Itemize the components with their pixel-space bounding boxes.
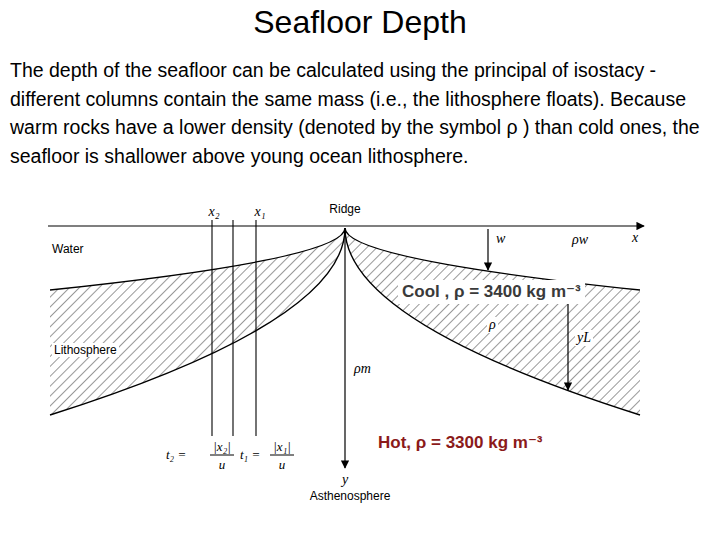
region-label: Asthenosphere xyxy=(310,490,391,502)
fraction-bar xyxy=(210,455,234,456)
x-axis xyxy=(48,225,644,226)
time-formula: |x₁| xyxy=(273,440,290,453)
density-note: Hot, ρ = 3300 kg m⁻³ xyxy=(378,434,543,451)
density-note: Cool , ρ = 3400 kg m⁻³ xyxy=(402,282,581,302)
region-label: Water xyxy=(52,243,84,255)
time-formula: t₁ = xyxy=(240,448,260,461)
lithosphere-base xyxy=(50,228,345,415)
slide-title: Seafloor Depth xyxy=(253,6,466,38)
y-axis xyxy=(344,228,345,468)
time-formula: |x₂| xyxy=(213,440,230,453)
ridge-label: Ridge xyxy=(329,203,360,215)
column-line xyxy=(211,220,212,436)
depth-arrow xyxy=(487,229,488,270)
axis-label: x xyxy=(632,231,638,245)
density-symbol: ρ xyxy=(487,317,498,333)
thickness-label: yL xyxy=(575,330,593,346)
axis-label: x₁ xyxy=(254,205,265,219)
lithosphere-base xyxy=(345,228,640,415)
density-symbol: ρm xyxy=(354,362,371,376)
depth-label: w xyxy=(496,232,505,246)
density-symbol: ρw xyxy=(572,233,588,247)
body-text: The depth of the seafloor can be calcula… xyxy=(10,56,718,170)
density-box: Cool , ρ = 3400 kg m⁻³ xyxy=(398,280,585,304)
time-formula: u xyxy=(219,458,226,471)
region-label: Lithosphere xyxy=(52,343,119,357)
time-formula: u xyxy=(279,458,286,471)
lithosphere-right xyxy=(345,228,640,415)
axis-label: y xyxy=(342,473,348,487)
axis-label: x₂ xyxy=(208,205,219,219)
seafloor-curve xyxy=(50,228,345,290)
column-line xyxy=(255,220,256,436)
time-formula: t₂ = xyxy=(166,448,186,461)
column-line xyxy=(232,220,233,436)
fraction-bar xyxy=(270,455,294,456)
lithosphere-left xyxy=(50,228,345,415)
